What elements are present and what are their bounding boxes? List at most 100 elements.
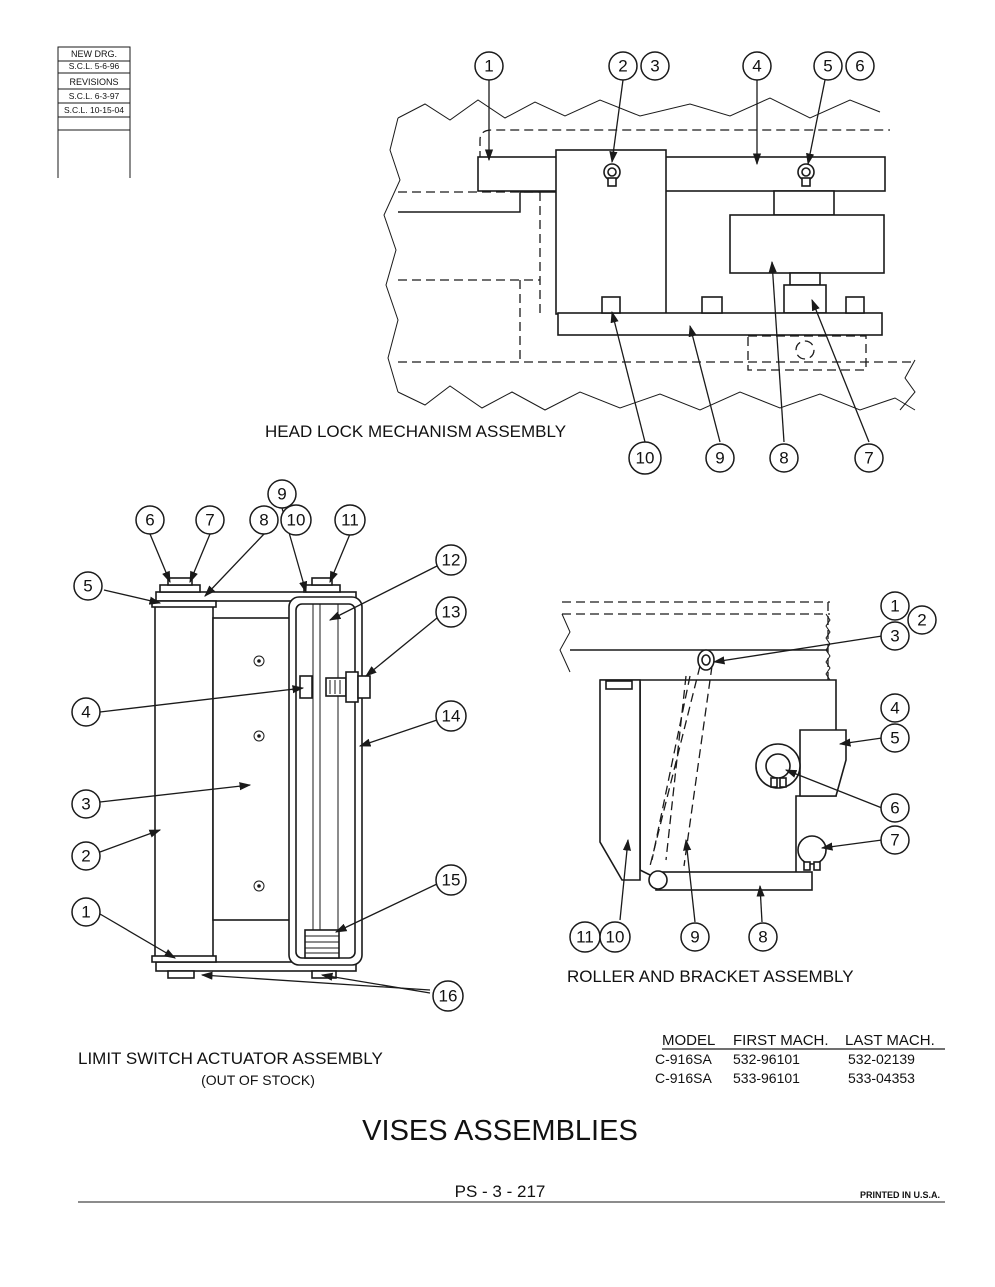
limit-switch-callout-12: 12 (435, 544, 467, 576)
limit-switch-callout-15: 15 (435, 864, 467, 896)
limit-switch-callout-8: 8 (249, 505, 279, 535)
roller-callout-3: 3 (880, 621, 910, 651)
printed-notice: PRINTED IN U.S.A. (860, 1190, 940, 1200)
page-title: VISES ASSEMBLIES (362, 1115, 638, 1147)
limit-switch-callout-6: 6 (135, 505, 165, 535)
svg-text:13: 13 (442, 603, 461, 622)
svg-text:4: 4 (752, 57, 761, 76)
revision-block: NEW DRG. S.C.L. 5-6-96 REVISIONS S.C.L. … (57, 46, 131, 178)
limit-switch-callout-11: 11 (334, 504, 366, 536)
head-lock-callout-8: 8 (769, 443, 799, 473)
limit-switch-callout-3: 3 (71, 789, 101, 819)
head-lock-title: HEAD LOCK MECHANISM ASSEMBLY (265, 422, 566, 441)
svg-text:9: 9 (277, 485, 286, 504)
model-table: MODEL FIRST MACH. LAST MACH. C-916SA 532… (655, 1032, 945, 1086)
svg-text:1: 1 (890, 597, 899, 616)
page-number: PS - 3 - 217 (455, 1182, 546, 1201)
svg-text:6: 6 (890, 799, 899, 818)
svg-text:15: 15 (442, 871, 461, 890)
head-lock-drawing (383, 97, 916, 411)
limit-switch-callout-10: 10 (280, 504, 312, 536)
roller-callout-10: 10 (599, 921, 631, 953)
svg-text:7: 7 (864, 449, 873, 468)
svg-text:6: 6 (855, 57, 864, 76)
head-lock-leaders (484, 79, 870, 443)
svg-text:5: 5 (83, 577, 92, 596)
svg-text:11: 11 (341, 511, 359, 530)
rev-new-drawing-date: S.C.L. 5-6-96 (69, 61, 120, 71)
head-lock-callout-10: 10 (628, 441, 662, 475)
limit-switch-drawing (151, 577, 371, 979)
model-row1-first: 532-96101 (733, 1051, 800, 1067)
limit-switch-callout-14: 14 (435, 700, 467, 732)
svg-text:7: 7 (890, 831, 899, 850)
svg-text:2: 2 (917, 611, 926, 630)
roller-bracket-title: ROLLER AND BRACKET ASSEMBLY (567, 967, 854, 986)
limit-switch-callout-7: 7 (195, 505, 225, 535)
svg-text:9: 9 (690, 928, 699, 947)
svg-text:8: 8 (758, 928, 767, 947)
model-row1-last: 532-02139 (848, 1051, 915, 1067)
roller-callout-5: 5 (880, 723, 910, 753)
svg-text:3: 3 (81, 795, 90, 814)
svg-text:12: 12 (442, 551, 461, 570)
rev-label: REVISIONS (69, 77, 118, 87)
roller-callout-1: 1 (880, 591, 910, 621)
model-header-last: LAST MACH. (845, 1032, 935, 1049)
model-row2-last: 533-04353 (848, 1070, 915, 1086)
limit-switch-callout-13: 13 (435, 596, 467, 628)
svg-text:4: 4 (81, 703, 90, 722)
limit-switch-subtitle: (OUT OF STOCK) (201, 1072, 315, 1088)
svg-text:10: 10 (606, 928, 625, 947)
svg-text:8: 8 (259, 511, 268, 530)
rev-entry-1: S.C.L. 6-3-97 (69, 91, 120, 101)
svg-text:9: 9 (715, 449, 724, 468)
svg-text:2: 2 (618, 57, 627, 76)
limit-switch-callout-1: 1 (71, 897, 101, 927)
roller-callout-2: 2 (907, 605, 937, 635)
model-header-first: FIRST MACH. (733, 1032, 829, 1049)
svg-text:1: 1 (484, 57, 493, 76)
svg-text:7: 7 (205, 511, 214, 530)
head-lock-callout-7: 7 (854, 443, 884, 473)
limit-switch-title: LIMIT SWITCH ACTUATOR ASSEMBLY (78, 1049, 383, 1068)
roller-callout-7: 7 (880, 825, 910, 855)
svg-text:10: 10 (636, 449, 655, 468)
svg-text:14: 14 (442, 707, 461, 726)
rev-new-drawing: NEW DRG. (71, 49, 117, 59)
head-lock-callout-6: 6 (845, 51, 875, 81)
head-lock-callout-2: 2 (608, 51, 638, 81)
roller-bracket-leaders (619, 635, 883, 923)
roller-callout-8: 8 (748, 922, 778, 952)
svg-text:5: 5 (823, 57, 832, 76)
svg-text:10: 10 (287, 511, 306, 530)
svg-text:5: 5 (890, 729, 899, 748)
head-lock-callout-5: 5 (813, 51, 843, 81)
svg-text:11: 11 (576, 928, 594, 947)
limit-switch-callout-4: 4 (71, 697, 101, 727)
rev-entry-2: S.C.L. 10-15-04 (64, 105, 124, 115)
head-lock-callout-3: 3 (640, 51, 670, 81)
head-lock-callout-4: 4 (742, 51, 772, 81)
roller-callout-6: 6 (880, 793, 910, 823)
head-lock-callout-1: 1 (474, 51, 504, 81)
svg-text:16: 16 (439, 987, 458, 1006)
roller-callout-9: 9 (680, 922, 710, 952)
model-row2-model: C-916SA (655, 1070, 712, 1086)
limit-switch-leaders (99, 507, 438, 994)
head-lock-callout-9: 9 (705, 443, 735, 473)
svg-text:2: 2 (81, 847, 90, 866)
model-header-model: MODEL (662, 1032, 715, 1049)
svg-text:1: 1 (81, 903, 90, 922)
svg-text:3: 3 (650, 57, 659, 76)
svg-text:3: 3 (890, 627, 899, 646)
limit-switch-callout-9: 9 (267, 479, 297, 509)
model-row2-first: 533-96101 (733, 1070, 800, 1086)
limit-switch-callout-5: 5 (73, 571, 103, 601)
svg-text:4: 4 (890, 699, 899, 718)
roller-callout-4: 4 (880, 693, 910, 723)
roller-bracket-drawing (559, 601, 847, 891)
svg-text:8: 8 (779, 449, 788, 468)
model-row1-model: C-916SA (655, 1051, 712, 1067)
